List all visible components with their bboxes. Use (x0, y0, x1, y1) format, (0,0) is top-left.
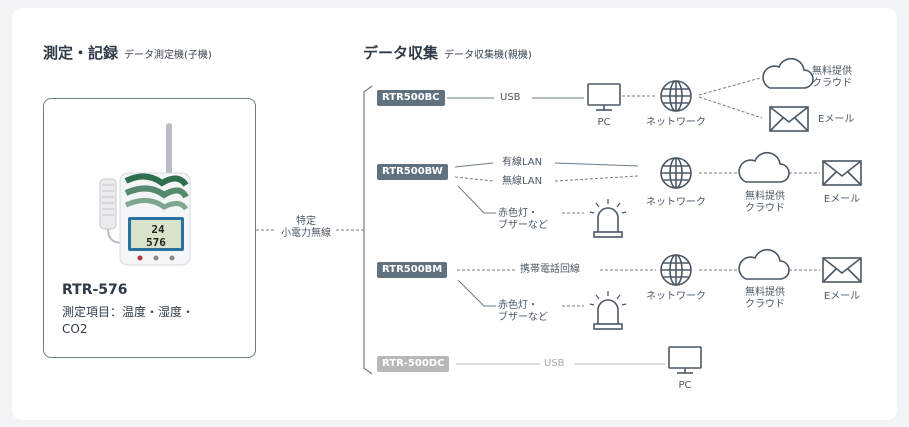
mail-icon (822, 257, 862, 283)
alarm-light-icon (589, 291, 627, 330)
left-section-subtitle: データ測定機(子機) (124, 50, 212, 61)
badge-rtr-500dc: RTR-500DC (377, 356, 450, 372)
lcd-line-2: 576 (146, 236, 166, 249)
alarm-label: 赤色灯・ ブザーなど (498, 300, 562, 324)
device-description-line2: CO2 (62, 322, 88, 336)
right-section-title-text: データ収集 (363, 44, 439, 62)
cloud-label: 無料提供 クラウド (735, 287, 795, 311)
right-section-subtitle: データ収集機(親機) (444, 50, 532, 61)
wireless-link-label-line2: 小電力無線 (281, 228, 331, 239)
cloud-icon (738, 151, 790, 183)
email-label: Eメール (818, 114, 855, 125)
network-label: ネットワーク (646, 197, 706, 208)
data-logger-image: 24 576 (99, 123, 191, 266)
cloud-label-line1: 無料提供 (745, 287, 785, 298)
left-section-title-text: 測定・記録 (43, 44, 119, 62)
monitor-icon (668, 346, 702, 374)
network-label: ネットワーク (646, 117, 706, 128)
mail-icon (769, 106, 809, 132)
alarm-light-icon (589, 199, 627, 238)
wireless-link-label-line1: 特定 (296, 216, 316, 227)
alarm-label: 赤色灯・ ブザーなど (498, 208, 562, 232)
connection-label-usb: USB (544, 358, 565, 370)
cloud-icon (762, 57, 814, 89)
device-card: 24 576 RTR-576 測定項目：温度・湿度・ CO2 (43, 98, 256, 358)
cloud-icon (738, 248, 790, 280)
connection-label-wireless-lan: 無線LAN (502, 176, 543, 188)
connection-label-usb: USB (500, 92, 521, 104)
cloud-label-line2: クラウド (812, 78, 852, 89)
email-label: Eメール (823, 194, 861, 205)
pc-label: PC (678, 380, 692, 391)
globe-icon (660, 80, 692, 112)
connection-label-mobile: 携帯電話回線 (520, 264, 580, 276)
device-description-line1: 測定項目：温度・湿度・ (62, 305, 195, 319)
badge-rtr500bm: RTR500BM (377, 262, 448, 278)
mail-icon (822, 160, 862, 186)
connection-label-wired-lan: 有線LAN (502, 157, 543, 169)
alarm-label-line2: ブザーなど (498, 312, 548, 323)
network-label: ネットワーク (646, 291, 706, 302)
pc-label: PC (597, 117, 611, 128)
alarm-label-line2: ブザーなど (498, 220, 548, 231)
globe-icon (660, 254, 692, 286)
badge-rtr500bc: RTR500BC (377, 90, 445, 106)
cloud-label: 無料提供 クラウド (735, 191, 795, 215)
right-section-title: データ収集データ収集機(親機) (363, 42, 532, 63)
monitor-icon (587, 83, 621, 111)
device-model: RTR-576 (62, 282, 128, 298)
alarm-label-line1: 赤色灯・ (498, 208, 538, 219)
left-section-title: 測定・記録データ測定機(子機) (43, 42, 212, 63)
wireless-link-label: 特定 小電力無線 (276, 216, 336, 240)
cloud-label-line1: 無料提供 (745, 191, 785, 202)
email-label: Eメール (823, 291, 861, 302)
cloud-label-line2: クラウド (745, 299, 785, 310)
globe-icon (660, 157, 692, 189)
badge-rtr500bw: RTR500BW (377, 164, 448, 180)
lcd-line-1: 24 (151, 223, 165, 236)
cloud-label-line1: 無料提供 (812, 66, 852, 77)
cloud-label: 無料提供 クラウド (812, 66, 872, 90)
alarm-label-line1: 赤色灯・ (498, 300, 538, 311)
cloud-label-line2: クラウド (745, 203, 785, 214)
